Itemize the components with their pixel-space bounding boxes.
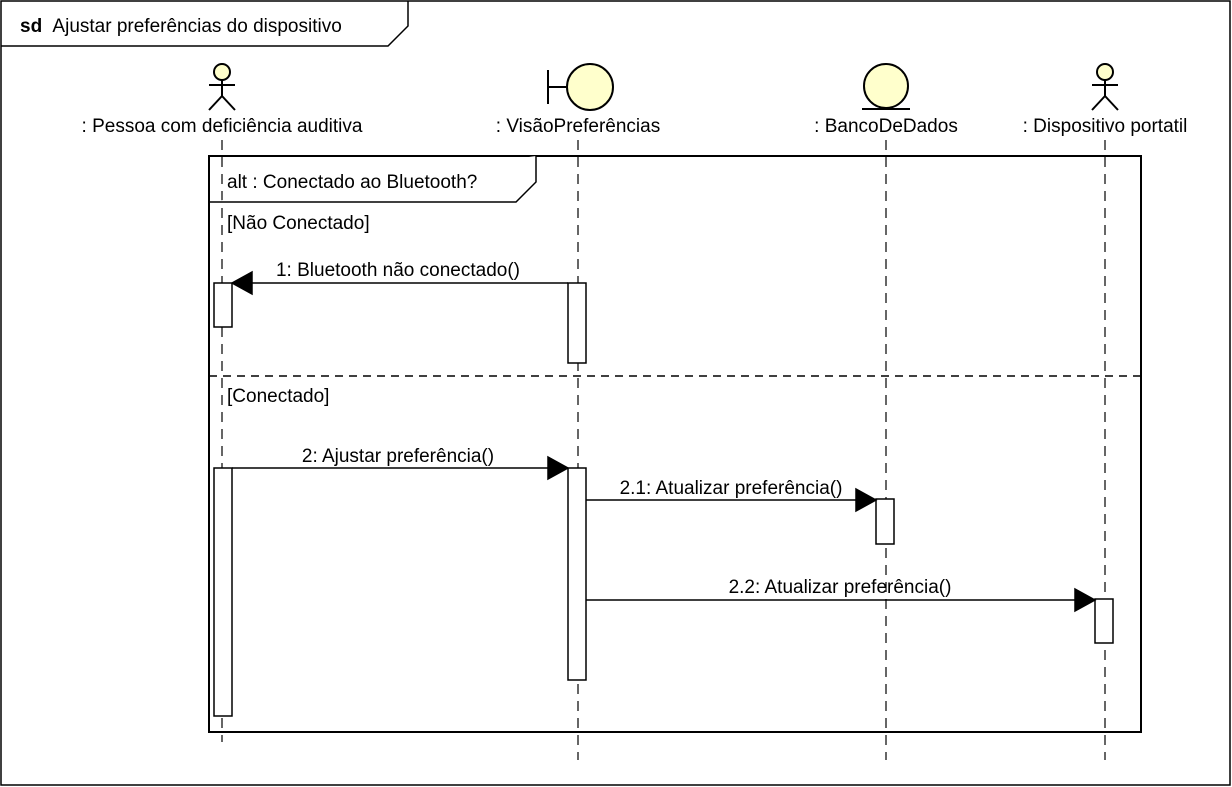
frame-title-tab	[1, 1, 409, 47]
boundary-visao-icon	[547, 63, 614, 111]
actor-dispositivo-icon	[1091, 63, 1119, 111]
entity-banco-icon	[862, 63, 910, 110]
participant-label-visao: : VisãoPreferências	[496, 116, 660, 137]
frame-title: sd Ajustar preferências do dispositivo	[20, 16, 342, 37]
message-2-label: 2: Ajustar preferência()	[302, 446, 494, 467]
message-2-1-arrowhead	[855, 487, 878, 513]
alt-fragment	[208, 155, 1142, 733]
activation-dispositivo	[1094, 598, 1114, 644]
participant-label-banco: : BancoDeDados	[814, 116, 958, 137]
message-2-arrowhead	[547, 455, 570, 481]
message-1-label: 1: Bluetooth não conectado()	[276, 260, 520, 281]
frame-keyword: sd	[20, 16, 42, 37]
participant-label-pessoa: : Pessoa com deficiência auditiva	[82, 116, 363, 137]
activation-visao-1	[567, 282, 587, 364]
guard-conectado: [Conectado]	[227, 386, 329, 407]
activation-pessoa-1	[213, 282, 233, 328]
alt-fragment-tab	[209, 156, 537, 203]
message-2-2-label: 2.2: Atualizar preferência()	[729, 577, 952, 598]
message-2-2-arrowhead	[1074, 587, 1097, 613]
guard-nao-conectado: [Não Conectado]	[227, 213, 370, 234]
activation-visao-2	[567, 467, 587, 681]
alt-fragment-label: alt : Conectado ao Bluetooth?	[227, 172, 477, 193]
participant-label-dispositivo: : Dispositivo portatil	[1023, 116, 1188, 137]
message-1-arrowhead	[230, 270, 253, 296]
activation-pessoa-2	[213, 467, 233, 717]
activation-banco	[875, 498, 895, 545]
actor-pessoa-icon	[208, 63, 236, 111]
message-2-1-label: 2.1: Atualizar preferência()	[620, 478, 843, 499]
frame-title-text: Ajustar preferências do dispositivo	[52, 16, 341, 37]
